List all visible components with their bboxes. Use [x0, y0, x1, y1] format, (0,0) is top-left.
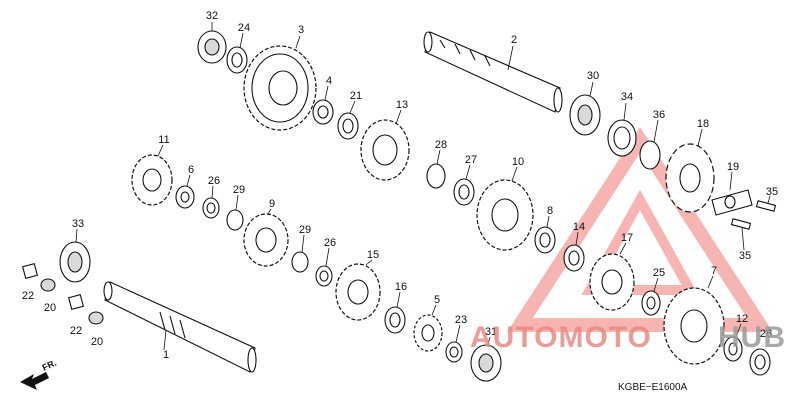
gear-17: [589, 253, 635, 311]
part-label: 2: [511, 34, 517, 46]
part-label: 34: [621, 91, 633, 103]
part-label: 22: [70, 325, 82, 337]
countershaft: [103, 281, 257, 373]
part-label: 31: [485, 326, 497, 338]
part-label: 35: [766, 186, 778, 198]
mainshaft: [423, 31, 563, 113]
bearing-32: [197, 30, 227, 64]
part-label: 29: [299, 224, 311, 236]
washer-26c: [749, 348, 771, 376]
bushing-6: [175, 185, 195, 209]
part-label: 13: [396, 99, 408, 111]
bushing-12: [723, 336, 743, 362]
part-label: 32: [206, 10, 218, 22]
part-label: 21: [350, 90, 362, 102]
bolt-35b: [730, 218, 752, 230]
part-label: 10: [512, 156, 524, 168]
gear-7: [663, 287, 725, 365]
gear-11: [131, 154, 173, 206]
watermark-text: AUTOMOTO HUB: [470, 321, 786, 354]
diagram-code: KGBE−E1600A: [618, 382, 688, 393]
bearing-30: [569, 94, 601, 136]
part-label: 15: [367, 249, 379, 261]
direction-label: FR.: [41, 358, 58, 373]
part-label: 5: [434, 294, 440, 306]
washer-27: [453, 178, 475, 206]
part-label: 3: [298, 24, 304, 36]
washer-26a: [202, 197, 220, 219]
gear-9: [243, 213, 289, 267]
part-label: 9: [269, 198, 275, 210]
part-label: 17: [621, 232, 633, 244]
washer-25: [641, 290, 661, 316]
bolt-20a: [40, 278, 56, 292]
seal-34: [607, 119, 637, 157]
part-label: 11: [158, 134, 169, 146]
washer-23: [445, 341, 463, 363]
gear-10: [476, 179, 534, 251]
watermark-brand-tail: HUB: [718, 321, 786, 354]
clip-28: [426, 163, 446, 189]
part-label: 7: [711, 265, 717, 277]
part-label: 35: [739, 250, 751, 262]
part-label: 14: [573, 221, 585, 233]
bearing-31: [470, 344, 502, 382]
leader-lines: [75, 22, 771, 351]
gear-3: [243, 45, 317, 131]
washer-26b: [315, 265, 333, 287]
part-label: 6: [188, 164, 194, 176]
part-labels: 32 24 3 2 4 21 13 30 34 36 18 19 35 35 1…: [22, 10, 778, 361]
washer-22b: [67, 293, 85, 311]
part-label: 29: [233, 184, 245, 196]
part-label: 12: [736, 313, 748, 325]
part-label: 36: [653, 109, 665, 121]
part-label: 28: [435, 139, 447, 151]
part-label: 20: [44, 302, 56, 314]
part-label: 16: [395, 281, 407, 293]
clip-29a: [226, 209, 244, 231]
part-label: 23: [455, 314, 467, 326]
part-label: 18: [697, 118, 709, 130]
plate-19: [711, 189, 753, 216]
gear-15: [335, 263, 381, 321]
washer-21: [337, 112, 359, 140]
gear-5: [413, 314, 443, 352]
watermark-brand-main: AUTOMOTO: [470, 321, 652, 354]
part-label: 22: [22, 290, 34, 302]
watermark-logo: [507, 127, 773, 332]
clip-29b: [291, 251, 309, 273]
part-label: 30: [587, 70, 599, 82]
part-label: 26: [324, 237, 336, 249]
part-label: 8: [547, 205, 553, 217]
washer-24: [226, 46, 248, 74]
bushing-4: [312, 99, 334, 125]
gear-13: [360, 119, 410, 181]
part-label: 26: [760, 328, 772, 340]
part-label: 26: [208, 175, 220, 187]
bolt-35a: [755, 200, 777, 212]
front-direction-arrow: FR.: [20, 358, 58, 390]
part-label: 25: [653, 267, 665, 279]
bolt-20b: [88, 311, 104, 325]
bushing-16: [384, 306, 406, 334]
washer-14: [563, 244, 585, 272]
bushing-8: [534, 226, 556, 254]
part-label: 20: [91, 336, 103, 348]
part-label: 27: [465, 154, 477, 166]
part-label: 4: [326, 75, 332, 87]
part-label: 24: [238, 22, 250, 34]
bearing-33: [59, 241, 91, 283]
part-label: 19: [727, 161, 739, 173]
part-label: 1: [163, 349, 169, 361]
washer-22a: [21, 262, 39, 280]
clip-36: [639, 140, 661, 170]
sprocket-18: [665, 143, 715, 213]
part-label: 33: [72, 218, 84, 230]
